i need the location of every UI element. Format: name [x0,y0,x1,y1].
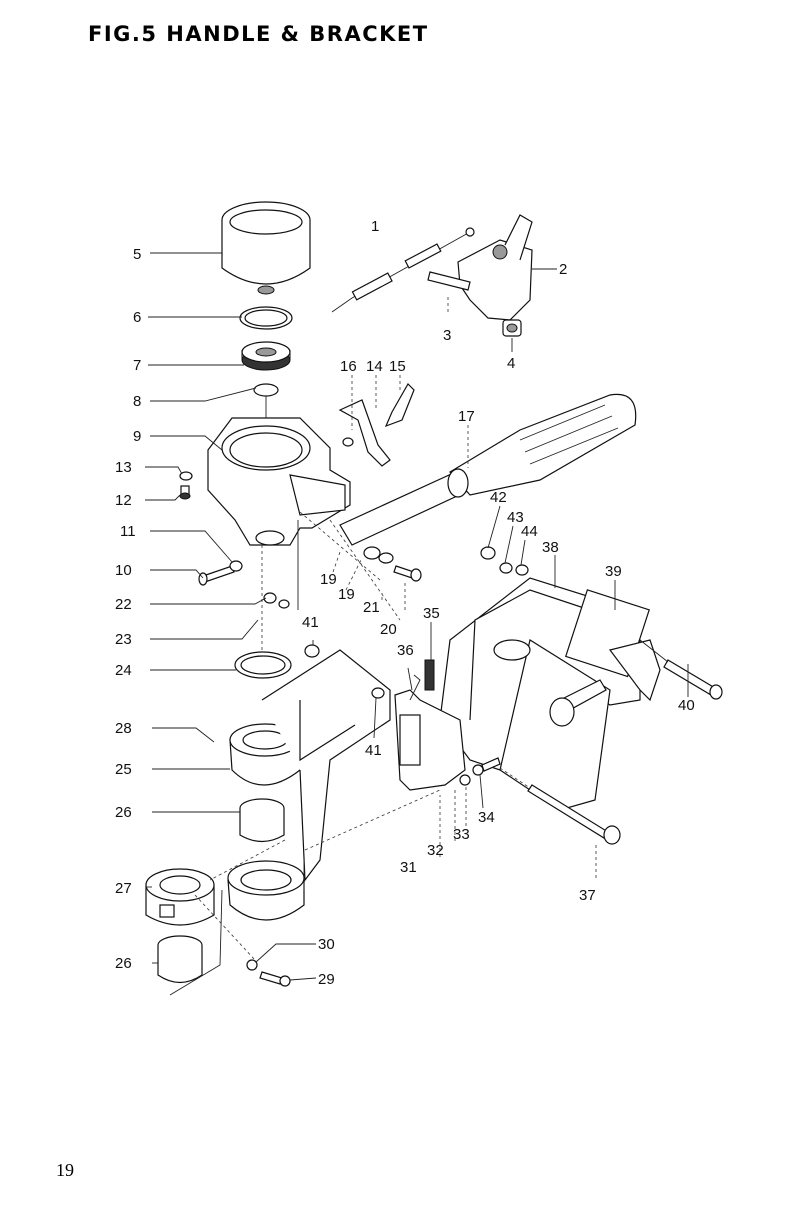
callout-36: 36 [397,642,414,659]
part-friction-lever [340,384,414,466]
callout-37: 37 [579,887,596,904]
callout-31: 31 [400,859,417,876]
part-clamp-collar [146,869,214,925]
callout-5: 5 [133,246,141,263]
callout-3: 3 [443,327,451,344]
callout-1: 1 [371,218,379,235]
part-throttle-cable [332,228,474,312]
part-bolt-29 [247,960,290,986]
part-nut-4 [503,320,521,336]
part-washer-41-upper [305,645,319,657]
callout-26-b: 26 [115,955,132,972]
part-washers-19 [364,547,421,581]
part-cap [222,202,310,294]
callout-38: 38 [542,539,559,556]
callout-19-b: 19 [338,586,355,603]
part-bearing [242,342,290,370]
callout-7: 7 [133,357,141,374]
part-bushing-lower [158,936,202,983]
callout-20: 20 [380,621,397,638]
callout-33: 33 [453,826,470,843]
callout-4: 4 [507,355,515,372]
callout-10: 10 [115,562,132,579]
callout-35: 35 [423,605,440,622]
part-nuts-22-23 [264,593,289,608]
part-swivel-bracket [228,650,390,920]
callout-26-a: 26 [115,804,132,821]
callout-11: 11 [120,523,136,540]
part-tiller-handle [340,394,636,545]
part-snap-ring [240,307,292,329]
part-ring-24 [235,652,291,678]
callout-39: 39 [605,563,622,580]
callout-2: 2 [559,261,567,278]
callout-44: 44 [521,523,538,540]
callout-41-a: 41 [302,614,319,631]
callout-8: 8 [133,393,141,410]
callout-41-b: 41 [365,742,382,759]
page-number: 19 [56,1160,74,1181]
part-small-screws [180,472,192,499]
callout-9: 9 [133,428,141,445]
callout-19-a: 19 [320,571,337,588]
part-small-ring [254,384,278,396]
part-clamp-bracket [440,578,660,810]
callout-24: 24 [115,662,132,679]
callout-34: 34 [478,809,495,826]
part-bolt-10 [199,561,242,585]
part-fasteners-42-44 [481,547,528,575]
callout-15: 15 [389,358,406,375]
callout-13: 13 [115,459,132,476]
callout-21: 21 [363,599,380,616]
callout-12: 12 [115,492,132,509]
callout-40: 40 [678,697,695,714]
callout-25: 25 [115,761,132,778]
callout-17: 17 [458,408,475,425]
callout-6: 6 [133,309,141,326]
callout-29: 29 [318,971,335,988]
callout-23: 23 [115,631,132,648]
callout-32: 32 [427,842,444,859]
part-housing [208,418,350,545]
part-washer-41-lower [372,688,384,698]
callout-28: 28 [115,720,132,737]
callout-42: 42 [490,489,507,506]
part-bushing-upper [240,799,284,842]
callout-30: 30 [318,936,335,953]
callout-14: 14 [366,358,383,375]
callout-22: 22 [115,596,132,613]
callout-16: 16 [340,358,357,375]
callout-27: 27 [115,880,132,897]
part-screw-40 [664,660,722,699]
